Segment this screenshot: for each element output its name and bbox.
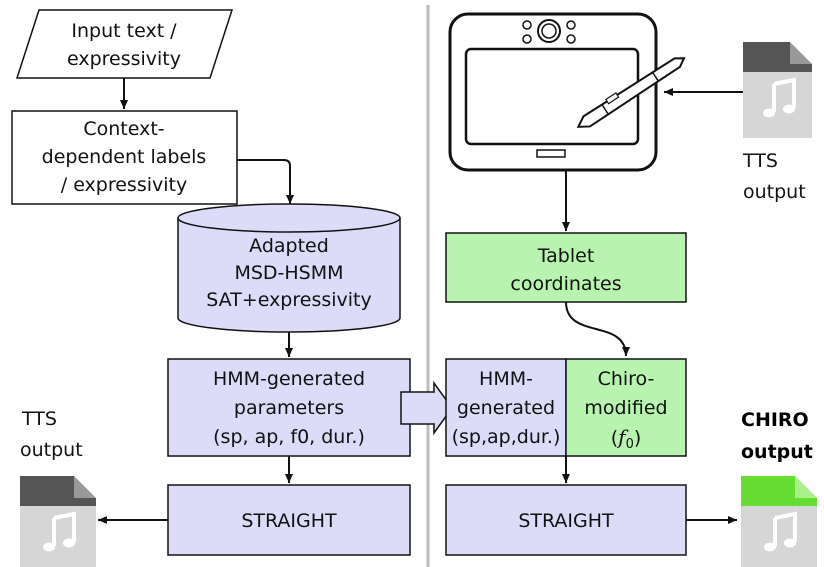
- params-line2: parameters: [234, 397, 344, 419]
- input-text-line1: Input text /: [71, 20, 177, 42]
- right-music-file-icon: [743, 42, 812, 138]
- left-tts-line2: output: [20, 439, 83, 461]
- params-line1: HMM-generated: [213, 368, 365, 390]
- coords-line1: Tablet: [537, 245, 595, 267]
- hmm-line3: (sp,ap,dur.): [452, 426, 561, 448]
- tablet-coordinates-box: Tablet coordinates: [445, 232, 687, 303]
- input-text-box: Input text / expressivity: [15, 9, 234, 79]
- arrow-coords-to-chiro: [565, 301, 630, 357]
- hmm-line2: generated: [457, 397, 555, 419]
- stylus-pen-icon: [576, 57, 686, 128]
- chiro-modified-box: Chiro- modified (f0): [565, 358, 687, 457]
- context-line2: dependent labels: [42, 146, 207, 168]
- chiro-output-line2: output: [741, 441, 813, 463]
- model-line3: SAT+expressivity: [206, 289, 372, 311]
- context-labels-box: Context- dependent labels / expressivity: [11, 110, 238, 205]
- chiro-music-file-icon: [741, 476, 817, 567]
- model-line1: Adapted: [249, 235, 329, 257]
- context-line3: / expressivity: [61, 174, 187, 196]
- transfer-arrow: [400, 380, 453, 436]
- straight-box-left: STRAIGHT: [167, 484, 411, 556]
- chiro-output-line1: CHIRO: [741, 409, 809, 431]
- chiro-line1: Chiro-: [598, 368, 655, 390]
- drawing-tablet-icon: [448, 12, 658, 172]
- right-tts-line2: output: [743, 181, 806, 203]
- straight-left-label: STRAIGHT: [241, 510, 337, 532]
- params-line3: (sp, ap, f0, dur.): [213, 426, 365, 448]
- input-text-line2: expressivity: [67, 48, 181, 70]
- straight-box-right: STRAIGHT: [445, 484, 687, 556]
- left-music-file-icon: [20, 476, 96, 567]
- model-line2: MSD-HSMM: [234, 262, 343, 284]
- context-line1: Context-: [83, 118, 164, 140]
- arrow-context-to-model: [237, 159, 294, 204]
- hmm-generated-box: HMM- generated (sp,ap,dur.): [445, 358, 567, 457]
- straight-right-label: STRAIGHT: [518, 510, 614, 532]
- chiro-line2: modified: [584, 397, 667, 419]
- coords-line2: coordinates: [510, 273, 621, 295]
- hmm-line1: HMM-: [479, 368, 533, 390]
- left-tts-line1: TTS: [21, 408, 57, 430]
- right-tts-line1: TTS: [742, 150, 778, 172]
- hmm-params-box: HMM-generated parameters (sp, ap, f0, du…: [167, 358, 411, 457]
- adapted-model-cylinder: Adapted MSD-HSMM SAT+expressivity: [177, 203, 401, 333]
